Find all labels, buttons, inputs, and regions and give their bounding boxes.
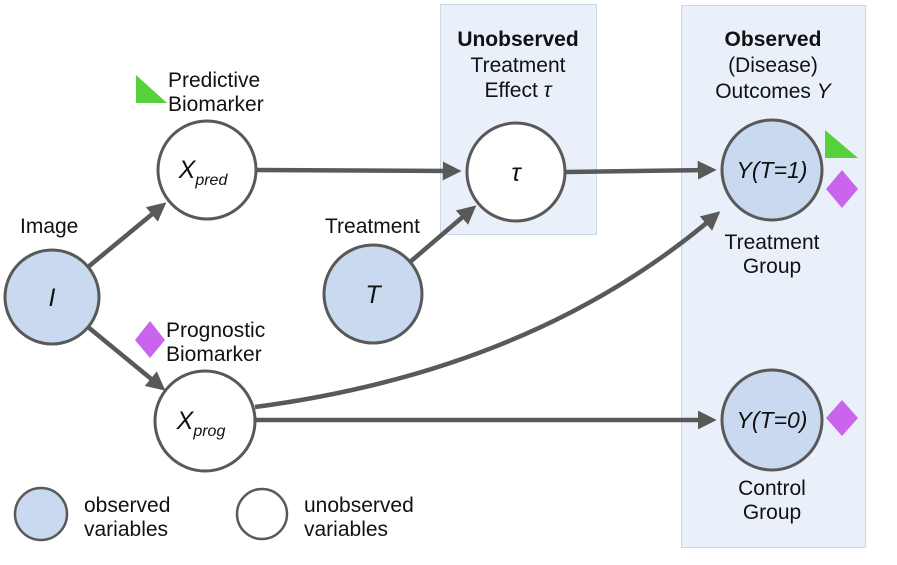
node-xpred-label: Xpred — [178, 156, 229, 189]
node-ycontrol-label: Y(T=0) — [737, 407, 808, 433]
unobserved-panel-line3: Effect τ — [484, 79, 552, 102]
edge-image-to-xprog — [86, 325, 166, 391]
node-xprog-circle — [153, 369, 257, 473]
edge-treatment-to-tau — [408, 205, 477, 264]
xprog-base: X — [176, 407, 195, 435]
predictive-biomarker-caption-line2: Biomarker — [168, 93, 264, 116]
observed-panel-title: Observed — [725, 28, 822, 51]
xpred-base: X — [178, 156, 197, 184]
unobserved-line3-prefix: Effect — [484, 79, 543, 102]
ytreated-diamond-icon — [826, 170, 858, 208]
legend-observed-label-line2: variables — [84, 518, 168, 541]
ytreated-triangle-icon — [825, 130, 858, 158]
node-image-circle — [3, 248, 101, 346]
predictive-biomarker-caption-line1: Predictive — [168, 69, 260, 92]
legend-observed-label-line1: observed — [84, 494, 170, 517]
node-tau-circle — [465, 121, 567, 223]
node-ytreated-label: Y(T=1) — [737, 157, 808, 183]
edge-xprog-to-ytreated — [254, 211, 721, 410]
observed-line3-prefix: Outcomes — [715, 80, 817, 103]
legend-unobserved-label-line1: unobserved — [304, 494, 414, 517]
xprog-subscript: prog — [192, 423, 225, 440]
treatment-caption: Treatment — [325, 215, 420, 238]
xpred-subscript: pred — [194, 172, 228, 189]
edges-group — [86, 160, 721, 430]
node-xpred-circle — [156, 119, 258, 221]
control-group-caption-line1: Control — [738, 477, 806, 500]
prognostic-biomarker-caption-line1: Prognostic — [166, 319, 265, 342]
control-group-caption-line2: Group — [743, 501, 801, 524]
edge-image-to-xpred — [86, 202, 167, 269]
legend-unobserved-label-line2: variables — [304, 518, 388, 541]
node-tau-label: τ — [511, 159, 522, 187]
observed-panel-line3: Outcomes Y — [715, 80, 833, 103]
node-ytreated-circle — [720, 118, 824, 222]
unobserved-panel-line2: Treatment — [471, 54, 566, 77]
edge-tau-to-ytreated — [565, 160, 717, 180]
node-image-label: I — [49, 284, 56, 312]
observed-panel-line2: (Disease) — [728, 54, 818, 77]
unobserved-panel-title: Unobserved — [457, 28, 578, 51]
prognostic-diamond-icon — [135, 321, 165, 358]
node-treatment-circle — [322, 243, 424, 345]
treatment-group-caption-line2: Group — [743, 255, 801, 278]
ycontrol-diamond-icon — [826, 400, 858, 436]
prognostic-biomarker-caption-line2: Biomarker — [166, 343, 262, 366]
image-caption: Image — [20, 215, 78, 238]
node-xprog-label: Xprog — [176, 407, 226, 440]
legend-unobserved-swatch — [235, 487, 289, 541]
observed-line3-var: Y — [817, 80, 833, 103]
legend: observed variables unobserved variables — [13, 486, 414, 542]
unobserved-line3-var: τ — [544, 79, 553, 102]
predictive-triangle-icon — [136, 75, 167, 103]
node-treatment-label: T — [365, 281, 382, 309]
nodes-group — [3, 118, 824, 473]
treatment-group-caption-line1: Treatment — [725, 231, 820, 254]
node-ycontrol-circle — [720, 368, 824, 472]
edge-xpred-to-tau — [255, 161, 462, 181]
legend-observed-swatch — [13, 486, 69, 542]
